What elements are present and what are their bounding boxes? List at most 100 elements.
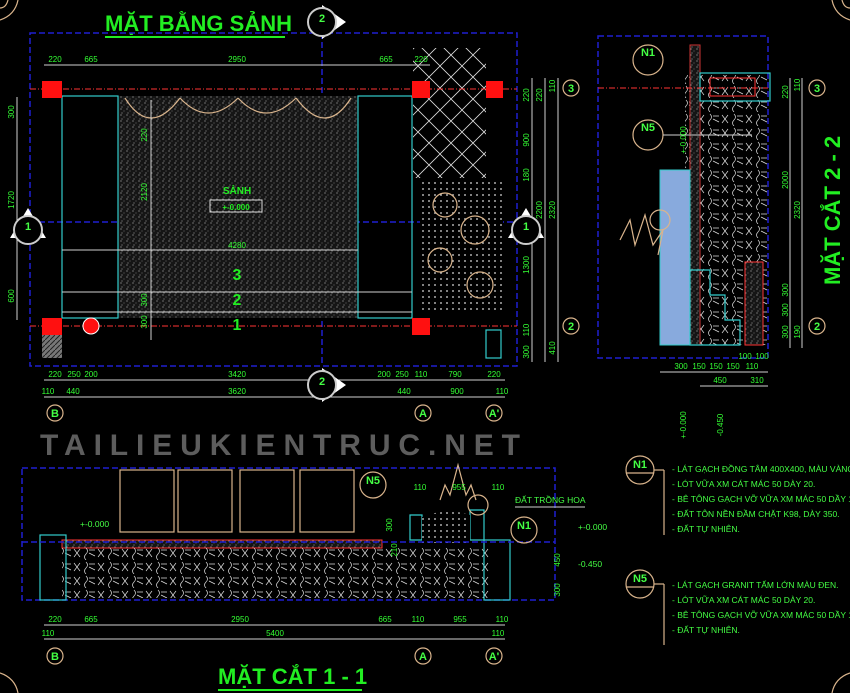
step-number: 3 bbox=[233, 267, 242, 284]
axis-bubble-3: 3 bbox=[808, 79, 826, 97]
step-number: 2 bbox=[233, 292, 242, 309]
plan-view: MẶT BẰNG SẢNH SẢNH +-0.000 3 2 1 220 665… bbox=[7, 5, 580, 422]
dim: 300 bbox=[781, 325, 790, 339]
label: - BÊ TÔNG GẠCH VỠ VỮA XM MÁC 50 DẦY 100. bbox=[672, 494, 850, 504]
label: N5 bbox=[366, 475, 380, 487]
axis-bubble-2: 2 bbox=[562, 317, 580, 335]
label: A' bbox=[489, 408, 500, 420]
dim: 5400 bbox=[266, 629, 284, 638]
dim: 220 bbox=[487, 370, 501, 379]
dim: 110 bbox=[492, 629, 505, 638]
section-marker-1-left: 1 bbox=[10, 208, 46, 245]
n5-marker: N5 bbox=[632, 119, 664, 151]
plan-grid-boundary bbox=[29, 32, 518, 367]
room-label: SẢNH bbox=[223, 184, 251, 197]
dim: 2000 bbox=[781, 171, 790, 189]
dim: 665 bbox=[84, 55, 98, 64]
label: N5 bbox=[641, 122, 655, 134]
dim: 450 bbox=[553, 553, 562, 567]
axis-bubble-a: A bbox=[414, 404, 432, 422]
dim: 2120 bbox=[140, 183, 149, 201]
dim: 110 bbox=[793, 78, 802, 91]
dim: 110 bbox=[496, 387, 509, 396]
dim: 300 bbox=[385, 518, 394, 532]
watermark: TAILIEUKIENTRUC.NET bbox=[40, 429, 520, 462]
dim: 1300 bbox=[522, 256, 531, 274]
step-number: 1 bbox=[233, 317, 242, 334]
section-marker-1-right: 1 bbox=[508, 208, 544, 245]
dim: 450 bbox=[713, 376, 727, 385]
dim: 410 bbox=[548, 341, 557, 355]
dim: 220 bbox=[535, 88, 544, 102]
dim: 300 bbox=[140, 315, 149, 329]
label: - ĐẤT TÔN NỀN ĐẦM CHẶT K98, DÀY 350. bbox=[672, 509, 840, 519]
label: N1 bbox=[633, 459, 647, 471]
dim: 110 bbox=[492, 483, 505, 492]
column bbox=[42, 318, 62, 335]
dim: 2320 bbox=[793, 201, 802, 219]
dim: 2950 bbox=[228, 55, 246, 64]
label: N1 bbox=[641, 47, 655, 59]
dim: 210 bbox=[390, 543, 399, 557]
level-label: -0.450 bbox=[716, 413, 725, 436]
label: 3 bbox=[568, 83, 574, 95]
dim: 300 bbox=[140, 293, 149, 307]
label: 2 bbox=[814, 321, 820, 333]
dim: 600 bbox=[7, 289, 16, 303]
section-marker-2-top: 2 bbox=[307, 5, 346, 39]
axis-bubble-a-prime: A' bbox=[485, 404, 503, 422]
dim: 200 bbox=[377, 370, 391, 379]
lobby-floor bbox=[118, 96, 358, 318]
dim: 220 bbox=[522, 88, 531, 102]
dim: 900 bbox=[450, 387, 464, 396]
dim: 955 bbox=[453, 615, 467, 624]
dim: 300 bbox=[781, 283, 790, 297]
section-1-1: 110 955 110 300 210 450 300 ĐẤT TRỒNG HO… bbox=[21, 462, 607, 691]
label: - LÓT VỮA XM CÁT MÁC 50 DÀY 20. bbox=[672, 479, 815, 489]
label: - LÁT GẠCH ĐỒNG TÂM 400X400, MÀU VÀNG. bbox=[672, 463, 850, 474]
axis-bubble-b: B bbox=[46, 647, 64, 665]
dim: 310 bbox=[750, 376, 764, 385]
dim: 110 bbox=[414, 483, 427, 492]
section-2-2: N1 N5 +-0.000 300 150 150 150 100 110 10… bbox=[597, 35, 845, 439]
section-2-2-title: MẶT CẮT 2 - 2 bbox=[820, 136, 845, 285]
dim: 440 bbox=[397, 387, 411, 396]
dim: 220 bbox=[48, 55, 62, 64]
dim: 4280 bbox=[228, 241, 246, 250]
dim: 3620 bbox=[228, 387, 246, 396]
dim: 2320 bbox=[548, 201, 557, 219]
dim: 190 bbox=[793, 325, 802, 339]
column bbox=[42, 81, 62, 98]
note-n1: N1 - LÁT GẠCH ĐỒNG TÂM 400X400, MÀU VÀNG… bbox=[625, 455, 850, 535]
dim: 665 bbox=[84, 615, 98, 624]
dim: 220 bbox=[48, 370, 62, 379]
dim: 110 bbox=[42, 387, 55, 396]
label: - LÁT GẠCH GRANIT TẤM LỚN MÀU ĐEN. bbox=[672, 580, 838, 590]
dim: 250 bbox=[395, 370, 409, 379]
label: N1 bbox=[517, 520, 531, 532]
axis-bubble-b: B bbox=[46, 404, 64, 422]
dim: 110 bbox=[415, 370, 428, 379]
level-label: +-0.000 bbox=[679, 126, 688, 154]
label: 3 bbox=[814, 83, 820, 95]
dim: 440 bbox=[66, 387, 80, 396]
label: - LÓT VỮA XM CÁT MÁC 50 DÀY 20. bbox=[672, 595, 815, 605]
dim: 150 bbox=[709, 362, 723, 371]
dim: 955 bbox=[452, 483, 466, 492]
section-1-1-title: MẶT CẮT 1 - 1 bbox=[218, 664, 367, 689]
dim: 220 bbox=[48, 615, 62, 624]
label: 1 bbox=[25, 221, 31, 233]
dim: 300 bbox=[7, 105, 16, 119]
dim: 300 bbox=[522, 345, 531, 359]
planting-soil-label: ĐẤT TRỒNG HOA bbox=[515, 494, 586, 505]
label: B bbox=[51, 651, 59, 663]
dim: 300 bbox=[674, 362, 688, 371]
dim: 150 bbox=[692, 362, 706, 371]
dim: 110 bbox=[548, 79, 557, 92]
material-notes: N1 - LÁT GẠCH ĐỒNG TÂM 400X400, MÀU VÀNG… bbox=[625, 455, 850, 645]
note-n5: N5 - LÁT GẠCH GRANIT TẤM LỚN MÀU ĐEN. - … bbox=[625, 569, 850, 645]
plan-title: MẶT BẰNG SẢNH bbox=[105, 11, 292, 36]
dim: 220 bbox=[140, 128, 149, 142]
dim: 150 bbox=[726, 362, 740, 371]
